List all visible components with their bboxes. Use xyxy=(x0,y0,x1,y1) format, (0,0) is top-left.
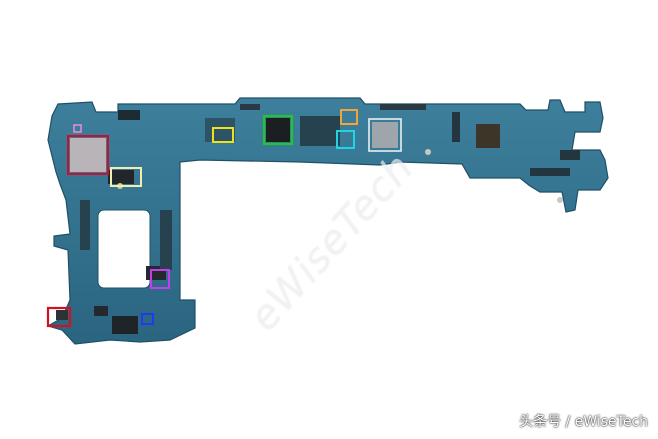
white-marker xyxy=(368,118,402,152)
cream-marker xyxy=(110,167,142,187)
red-marker-large xyxy=(67,135,109,175)
orange-marker xyxy=(340,109,358,125)
cyan-marker xyxy=(336,130,355,149)
circuit-board xyxy=(46,97,609,345)
red-marker-small xyxy=(46,306,72,328)
yellow-marker xyxy=(212,127,234,143)
pink-marker xyxy=(73,124,82,133)
board-cutout xyxy=(97,209,151,289)
blue-marker xyxy=(141,313,154,325)
green-marker xyxy=(262,114,294,146)
credit-text: 头条号 / eWiseTech xyxy=(519,414,648,430)
purple-marker xyxy=(150,269,170,289)
board-components xyxy=(56,104,580,334)
